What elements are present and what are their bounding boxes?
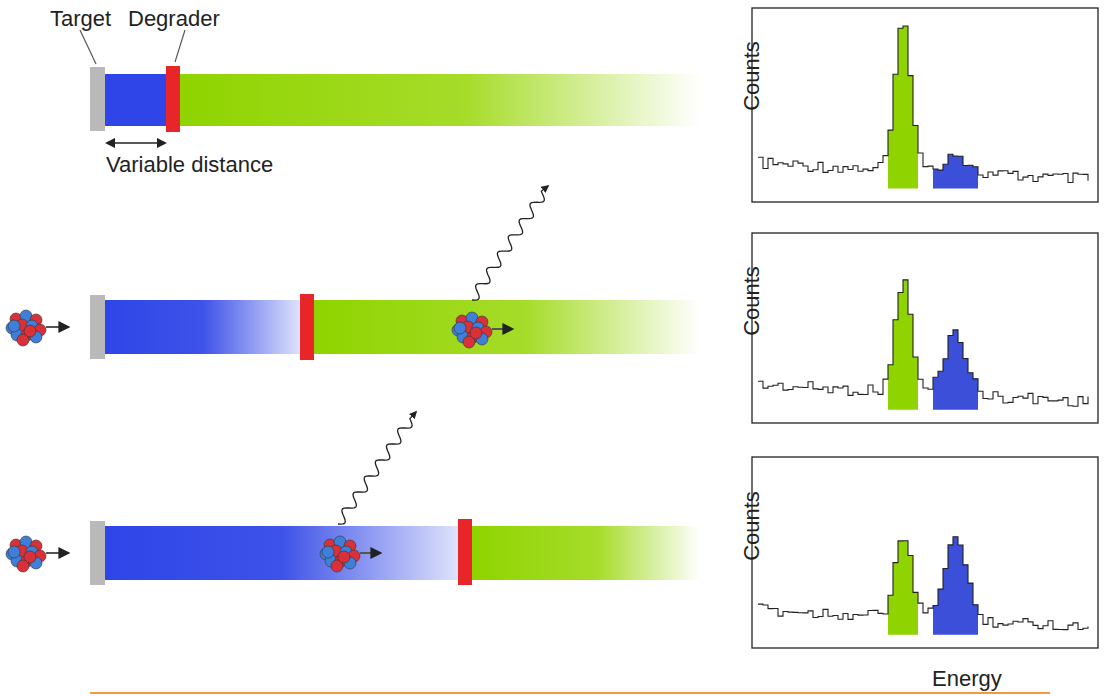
nucleon [24, 325, 36, 337]
target-foil [90, 521, 105, 585]
gamma-ray [472, 186, 548, 300]
degrader-foil [166, 66, 180, 132]
leader-line [175, 30, 185, 62]
unshifted-peak [933, 154, 978, 188]
spectrum-histogram [758, 280, 1088, 406]
nucleon [454, 322, 466, 334]
leader-line [80, 30, 96, 64]
target-label: Target [50, 8, 111, 30]
spectrum-panel [752, 457, 1098, 648]
gamma-ray [338, 412, 416, 524]
spectrum-panel [752, 233, 1098, 423]
green-region [314, 300, 700, 354]
degrader-foil [458, 519, 472, 585]
spectrum-histogram [758, 26, 1088, 182]
nucleon [24, 551, 36, 563]
distance-arrow [107, 142, 165, 144]
nucleus [6, 536, 46, 572]
green-region [472, 526, 700, 580]
degrader-foil [300, 294, 314, 360]
blue-region [104, 526, 459, 580]
nucleon [8, 320, 20, 332]
axis-label: Counts [741, 266, 763, 336]
axis-label: Counts [741, 491, 763, 561]
rule-line [90, 692, 1050, 694]
axis-label: Counts [741, 41, 763, 111]
unshifted-peak [933, 537, 978, 635]
unshifted-peak [933, 330, 978, 410]
motion-arrow [46, 552, 68, 554]
motion-arrow [46, 326, 68, 328]
nucleon [8, 546, 20, 558]
target-foil [90, 67, 105, 131]
target-foil [90, 295, 105, 359]
motion-arrow [360, 552, 380, 554]
nucleus [452, 312, 492, 348]
spectrum-panel [752, 8, 1098, 202]
blue-region [104, 300, 301, 354]
motion-arrow [492, 328, 512, 330]
degrader-label: Degrader [128, 8, 220, 30]
axis-label: Energy [932, 668, 1002, 690]
nucleon [338, 551, 350, 563]
nucleon [470, 327, 482, 339]
nucleus [6, 310, 46, 346]
spectrum-histogram [758, 537, 1088, 630]
nucleus [320, 536, 360, 572]
distance-label: Variable distance [106, 154, 273, 176]
blue-region [104, 74, 168, 126]
nucleon [322, 546, 334, 558]
green-region [180, 74, 700, 126]
